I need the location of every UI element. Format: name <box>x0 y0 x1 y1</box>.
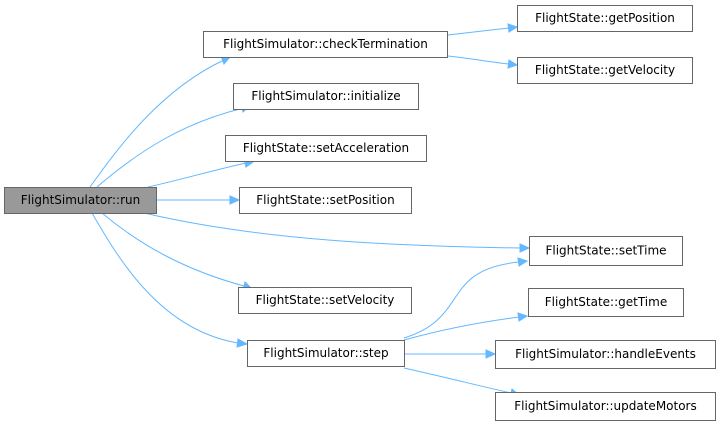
node-get-velocity[interactable]: FlightState::getVelocity <box>517 57 693 84</box>
node-step[interactable]: FlightSimulator::step <box>247 340 405 367</box>
node-label: FlightState::getVelocity <box>535 63 675 77</box>
edge-run-to-set-position <box>157 195 241 205</box>
edge-check-termination-to-get-velocity <box>447 55 519 69</box>
node-check-termination[interactable]: FlightSimulator::checkTermination <box>203 31 448 58</box>
edge-run-to-set-time <box>143 212 531 253</box>
node-label: FlightSimulator::handleEvents <box>515 347 696 361</box>
node-label: FlightState::setPosition <box>256 193 394 207</box>
edge-run-to-set-acceleration <box>147 158 255 188</box>
node-set-acceleration[interactable]: FlightState::setAcceleration <box>225 135 427 162</box>
edge-step-to-get-time <box>403 312 529 341</box>
node-set-time[interactable]: FlightState::setTime <box>529 236 683 266</box>
node-label: FlightSimulator::step <box>263 346 388 360</box>
edge-run-to-step <box>91 212 249 348</box>
edge-run-to-set-velocity <box>101 212 254 291</box>
node-get-time[interactable]: FlightState::getTime <box>528 288 684 317</box>
node-label: FlightState::setVelocity <box>256 293 395 307</box>
node-run[interactable]: FlightSimulator::run <box>4 187 157 214</box>
node-label: FlightSimulator::updateMotors <box>514 399 697 413</box>
node-set-velocity[interactable]: FlightState::setVelocity <box>238 287 412 314</box>
node-initialize[interactable]: FlightSimulator::initialize <box>233 83 419 110</box>
node-label: FlightState::getPosition <box>535 11 675 25</box>
edge-check-termination-to-get-position <box>447 23 519 36</box>
node-label: FlightState::getTime <box>545 295 667 309</box>
node-label: FlightState::setTime <box>545 244 666 258</box>
node-label: FlightSimulator::initialize <box>251 89 400 103</box>
edge-step-to-set-time <box>403 257 529 339</box>
node-update-motors[interactable]: FlightSimulator::updateMotors <box>495 392 716 421</box>
node-label: FlightSimulator::checkTermination <box>223 37 428 51</box>
node-label: FlightSimulator::run <box>21 193 140 207</box>
node-set-position[interactable]: FlightState::setPosition <box>239 187 412 214</box>
node-get-position[interactable]: FlightState::getPosition <box>517 5 693 32</box>
node-label: FlightState::setAcceleration <box>243 141 409 155</box>
edge-step-to-handle-events <box>404 349 497 359</box>
edge-run-to-check-termination <box>89 55 231 188</box>
node-handle-events[interactable]: FlightSimulator::handleEvents <box>495 340 716 369</box>
